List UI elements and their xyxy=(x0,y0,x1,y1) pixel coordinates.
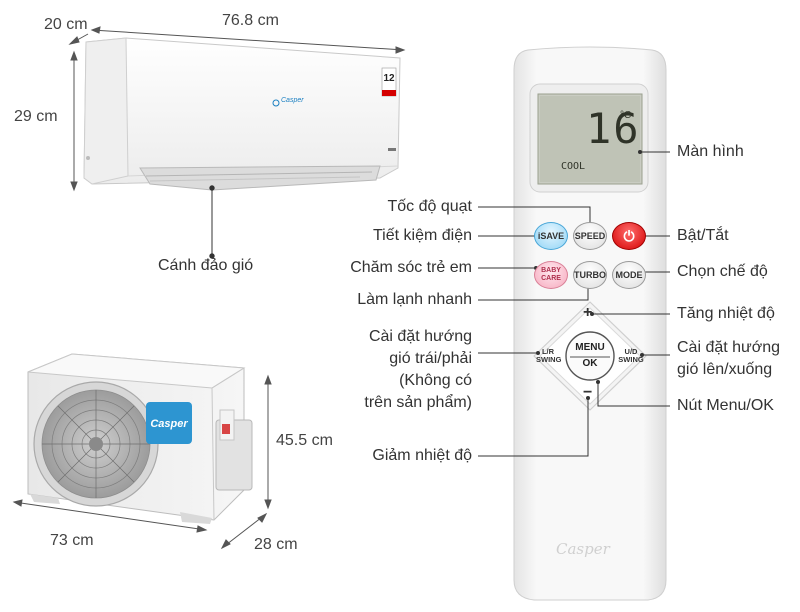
dim-outdoor-width: 73 cm xyxy=(50,532,94,549)
temp-down-button[interactable]: − xyxy=(583,384,593,401)
label-temp-down: Giảm nhiệt độ xyxy=(372,447,472,464)
outdoor-brand-logo: Casper xyxy=(150,418,188,430)
indoor-brand-logo: Casper xyxy=(281,97,304,104)
lcd-mode: COOL xyxy=(561,161,586,172)
label-energy-saving: Tiết kiệm điện xyxy=(373,227,472,244)
temp-up-button[interactable]: + xyxy=(583,304,593,321)
turbo-button[interactable]: TURBO xyxy=(573,261,607,289)
lcd-unit: °C xyxy=(620,110,632,121)
label-lr-swing-3: (Không có xyxy=(399,372,472,389)
speed-button[interactable]: SPEED xyxy=(573,222,607,250)
label-menu-ok: Nút Menu/OK xyxy=(677,397,774,414)
label-lr-swing-4: trên sản phẩm) xyxy=(364,394,472,411)
label-baby-care: Chăm sóc trẻ em xyxy=(350,259,472,276)
label-lr-swing-2: gió trái/phải xyxy=(389,350,472,367)
dim-outdoor-height: 45.5 cm xyxy=(276,432,333,449)
dim-indoor-depth: 20 cm xyxy=(44,16,88,33)
dim-outdoor-depth: 28 cm xyxy=(254,536,298,553)
label-lr-swing-1: Cài đặt hướng xyxy=(368,328,472,345)
indoor-unit xyxy=(83,37,401,191)
label-fan-speed: Tốc độ quạt xyxy=(387,198,473,215)
dim-indoor-width: 76.8 cm xyxy=(222,12,279,29)
label-ud-swing-2: gió lên/xuống xyxy=(677,361,773,378)
lcd-temperature: 16 xyxy=(586,104,641,153)
indoor-dimension-lines xyxy=(68,26,406,192)
isave-button[interactable]: iSAVE xyxy=(534,222,568,250)
menu-button[interactable]: MENU xyxy=(575,342,605,353)
indoor-badge-number: 12 xyxy=(383,73,395,84)
ok-button[interactable]: OK xyxy=(582,358,598,369)
label-power: Bật/Tắt xyxy=(677,227,729,244)
label-fast-cool: Làm lạnh nhanh xyxy=(357,291,472,308)
label-ud-swing-1: Cài đặt hướng xyxy=(677,339,781,356)
outdoor-dimension-lines xyxy=(12,374,272,550)
label-mode-select: Chọn chế độ xyxy=(677,263,768,280)
label-louver: Cánh đảo gió xyxy=(158,257,254,274)
remote-brand-logo: Casper xyxy=(556,540,610,558)
mode-button[interactable]: MODE xyxy=(612,261,646,289)
outdoor-unit xyxy=(27,353,253,524)
louver-pointer xyxy=(209,185,215,259)
remote-body xyxy=(513,46,667,601)
power-icon: ⏻ xyxy=(623,227,635,244)
label-temp-up: Tăng nhiệt độ xyxy=(677,305,775,322)
dim-indoor-height: 29 cm xyxy=(14,108,58,125)
power-button[interactable]: ⏻ xyxy=(612,222,646,250)
label-screen: Màn hình xyxy=(677,143,744,160)
